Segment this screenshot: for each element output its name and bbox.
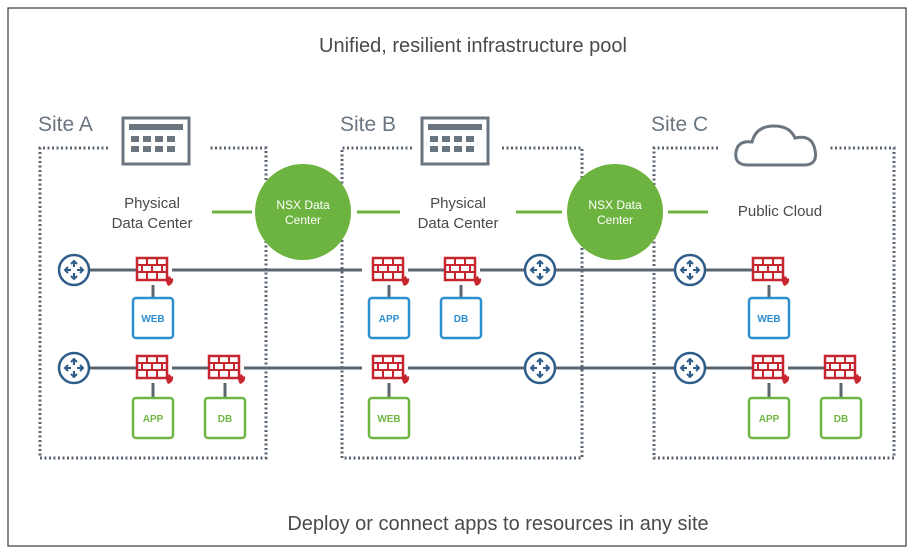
firewall-icon bbox=[443, 256, 482, 286]
firewall-icon bbox=[135, 256, 174, 286]
app-tier-label: APP bbox=[759, 414, 780, 425]
nsx-data-center-node bbox=[567, 164, 663, 260]
firewall-icon bbox=[207, 354, 246, 384]
site-b-dc-line2: Data Center bbox=[418, 215, 499, 232]
network-row-2 bbox=[90, 366, 843, 398]
db-tier-label: DB bbox=[218, 414, 232, 425]
db-tier-label: DB bbox=[834, 414, 848, 425]
router-icon bbox=[523, 351, 557, 385]
nsx-label-line1: NSX Data bbox=[588, 198, 642, 212]
site-a-label: Site A bbox=[38, 113, 93, 136]
firewall-icon bbox=[823, 354, 862, 384]
site-a-dc-line2: Data Center bbox=[112, 215, 193, 232]
app-tier-box bbox=[747, 396, 791, 440]
site-b-label: Site B bbox=[340, 113, 396, 136]
router-icon bbox=[57, 351, 91, 385]
building-icon bbox=[121, 116, 191, 166]
diagram-footer: Deploy or connect apps to resources in a… bbox=[287, 513, 708, 535]
web-tier-box bbox=[131, 296, 175, 340]
firewall-icon bbox=[135, 354, 174, 384]
site-a-boundary bbox=[38, 146, 268, 460]
site-b-dc-line1: Physical bbox=[430, 195, 486, 212]
building-icon bbox=[420, 116, 490, 166]
app-tier-label: APP bbox=[379, 314, 400, 325]
firewall-icon bbox=[751, 354, 790, 384]
db-tier-label: DB bbox=[454, 314, 468, 325]
network-row-1 bbox=[90, 268, 771, 298]
app-tier-box bbox=[367, 296, 411, 340]
site-a-dc-line1: Physical bbox=[124, 195, 180, 212]
nsx-label-line1: NSX Data bbox=[276, 198, 330, 212]
app-tier-box bbox=[131, 396, 175, 440]
site-c-dc-label: Public Cloud bbox=[738, 203, 822, 220]
app-tier-label: APP bbox=[143, 414, 164, 425]
nsx-label-line2: Center bbox=[285, 213, 321, 227]
nsx-data-center-node bbox=[255, 164, 351, 260]
diagram-title: Unified, resilient infrastructure pool bbox=[319, 35, 627, 57]
web-tier-box bbox=[367, 396, 411, 440]
web-tier-box bbox=[747, 296, 791, 340]
site-c-label: Site C bbox=[651, 113, 708, 136]
firewall-icon bbox=[371, 256, 410, 286]
web-tier-label: WEB bbox=[377, 414, 400, 425]
db-tier-box bbox=[439, 296, 483, 340]
cloud-icon bbox=[734, 124, 817, 167]
db-tier-box bbox=[819, 396, 863, 440]
router-icon bbox=[523, 253, 557, 287]
router-icon bbox=[57, 253, 91, 287]
db-tier-box bbox=[203, 396, 247, 440]
firewall-icon bbox=[751, 256, 790, 286]
router-icon bbox=[673, 253, 707, 287]
web-tier-label: WEB bbox=[757, 314, 780, 325]
firewall-icon bbox=[371, 354, 410, 384]
router-icon bbox=[673, 351, 707, 385]
web-tier-label: WEB bbox=[141, 314, 164, 325]
nsx-label-line2: Center bbox=[597, 213, 633, 227]
site-b-boundary bbox=[340, 146, 584, 460]
